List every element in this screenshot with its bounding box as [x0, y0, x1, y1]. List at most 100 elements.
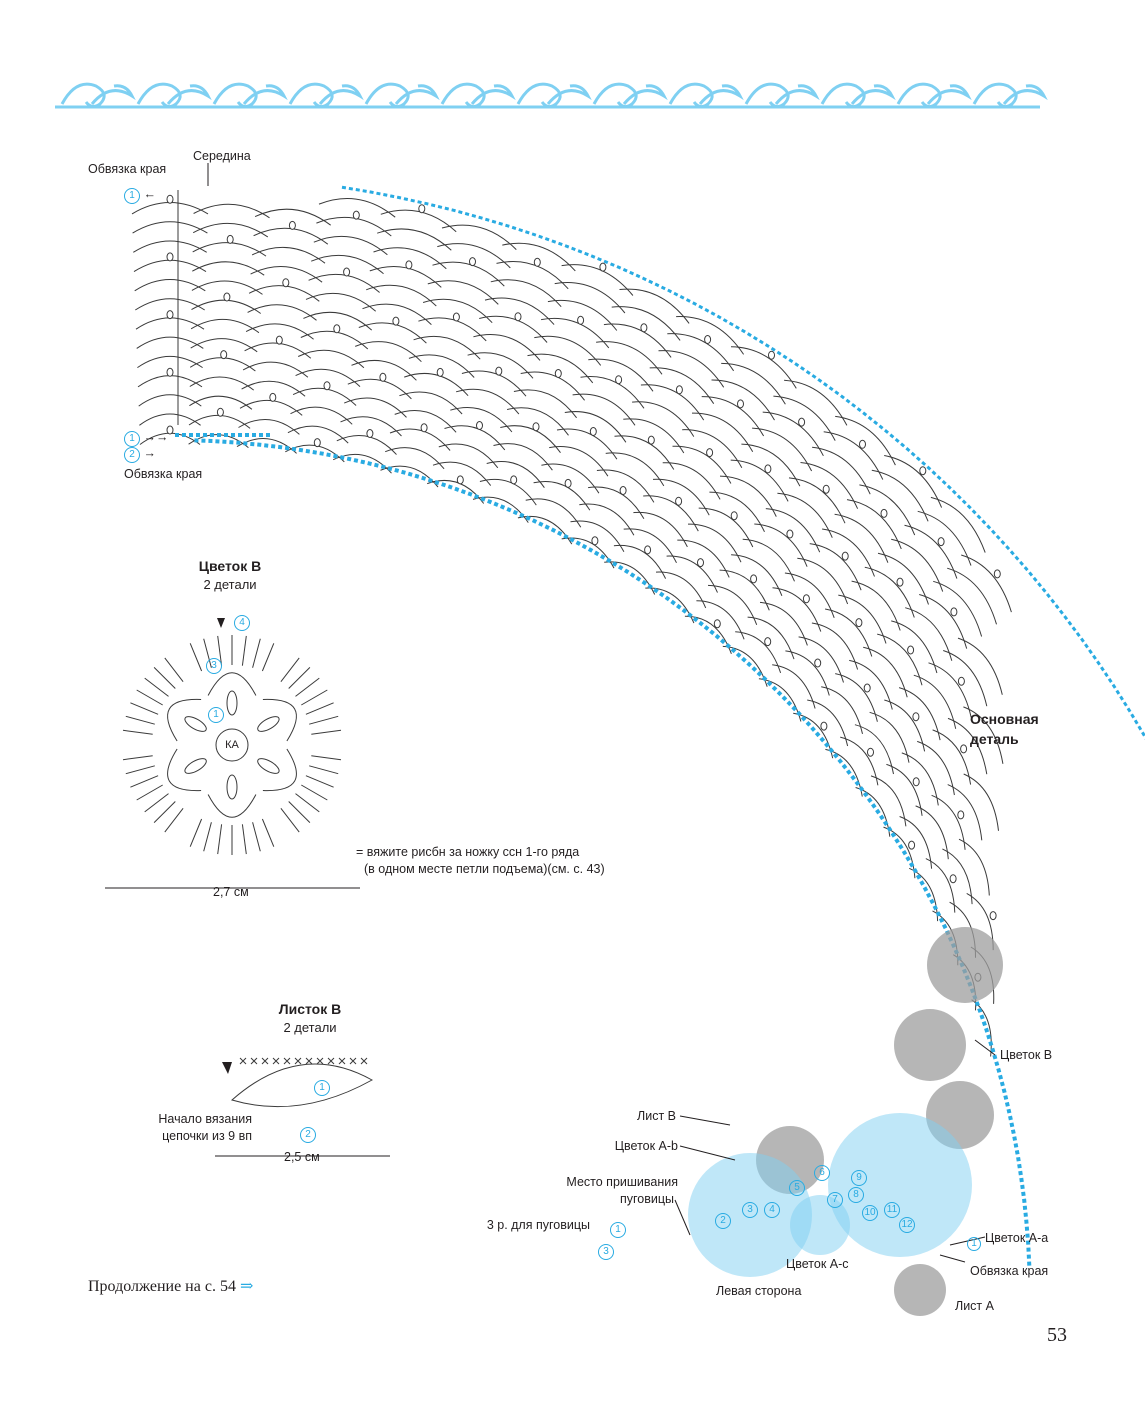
mesh-arc: [134, 279, 206, 292]
mesh-arc: [765, 508, 821, 553]
double-crochet: [144, 677, 169, 697]
mesh-arc: [835, 415, 896, 466]
mesh-arc: [752, 427, 813, 472]
petal-arc: [207, 672, 257, 696]
double-crochet: [144, 793, 169, 813]
single-crochet: [360, 1057, 368, 1065]
bobble-stitch: [456, 475, 464, 485]
mesh-arc: [698, 507, 754, 548]
callout-leaf-b: Лист В: [637, 1109, 676, 1123]
double-crochet: [125, 765, 155, 775]
gray-motif: [894, 1009, 966, 1081]
mesh-arc: [846, 499, 902, 550]
mesh-arc: [958, 838, 990, 896]
mesh-arc: [883, 826, 916, 879]
bobble-stitch: [704, 335, 712, 344]
double-crochet: [122, 729, 153, 735]
mesh-arc: [554, 282, 626, 314]
bobble-stitch: [919, 466, 927, 476]
double-crochet: [164, 807, 184, 833]
motif-number: 8: [848, 1184, 864, 1203]
bobble-stitch: [820, 721, 828, 731]
bobble-stitch: [863, 683, 871, 693]
mesh-arc: [898, 687, 941, 741]
bobble-stitch: [802, 594, 810, 604]
double-crochet: [261, 818, 275, 847]
callout-flower-ac: Цветок А-с: [786, 1257, 849, 1271]
mesh-arc: [901, 752, 939, 806]
mesh-arc: [355, 341, 422, 363]
bobble-stitch: [798, 417, 806, 427]
bobble-stitch: [323, 381, 331, 391]
mesh-arc: [623, 418, 685, 454]
mesh-arc: [347, 378, 412, 400]
bobble-stitch: [859, 439, 866, 449]
motif-number: 12: [899, 1214, 915, 1233]
callout-button-1: Место пришивания: [566, 1175, 678, 1189]
mesh-arc: [731, 554, 783, 596]
callout-flower-b: Цветок В: [1000, 1048, 1053, 1062]
bobble-stitch: [697, 558, 704, 568]
mesh-arc: [742, 538, 795, 582]
bobble-stitch: [166, 425, 174, 435]
mesh-arc: [292, 387, 357, 406]
single-crochet: [239, 1057, 247, 1065]
mesh-arc: [904, 524, 958, 579]
mesh-arc: [517, 515, 573, 545]
mesh-arc: [300, 330, 369, 350]
page-number: 53: [1047, 1324, 1067, 1346]
bobble-stitch: [730, 511, 738, 521]
double-crochet: [309, 765, 339, 775]
mesh-arc: [840, 736, 879, 786]
bobble-stitch: [814, 658, 822, 668]
callout-flower-aa: Цветок А-а: [985, 1231, 1049, 1245]
bobble-stitch: [420, 423, 428, 433]
mesh-arc: [318, 198, 396, 218]
mesh-arc: [572, 393, 636, 426]
double-crochet: [305, 775, 334, 788]
mesh-arc: [308, 273, 380, 293]
mesh-arc: [139, 413, 201, 426]
mesh-arc: [711, 379, 775, 421]
bobble-stitch: [619, 486, 627, 495]
motif-number: 5: [789, 1177, 805, 1196]
mesh-arc: [925, 858, 956, 913]
bobble-stitch: [514, 312, 522, 322]
mesh-arc: [838, 594, 887, 644]
mesh-arc: [547, 299, 618, 331]
leader-line: [674, 1199, 691, 1236]
bobble-stitch: [476, 421, 483, 430]
petal-arc: [167, 748, 202, 792]
motif-number: 10: [862, 1202, 878, 1221]
mesh-arc: [691, 412, 754, 453]
mesh-arc: [611, 306, 681, 341]
bobble-stitch: [333, 324, 341, 334]
mesh-arc: [961, 554, 1012, 613]
mesh-arc: [823, 431, 884, 480]
continuation-text: Продолжение на с. 54: [88, 1278, 236, 1295]
mesh-arc: [253, 227, 329, 245]
bobble-stitch: [737, 399, 744, 409]
leader-line: [939, 1254, 966, 1263]
bobble-stitch: [615, 375, 623, 385]
gray-motif: [927, 927, 1003, 1003]
mesh-arc: [132, 221, 208, 234]
leaf-outline: [230, 1063, 374, 1108]
mesh-arc: [643, 495, 699, 532]
mesh-arc: [588, 358, 654, 392]
mesh-arc: [251, 246, 326, 264]
bobble-stitch: [269, 392, 277, 402]
bobble-stitch: [949, 874, 957, 884]
mesh-arc: [942, 848, 973, 905]
mesh-arc: [377, 228, 452, 251]
double-crochet: [301, 784, 328, 801]
motif-number: 4: [764, 1199, 780, 1218]
double-crochet: [301, 689, 328, 706]
mesh-arc: [800, 462, 859, 509]
bobble-stitch: [989, 911, 997, 921]
single-crochet: [316, 1057, 324, 1065]
bobble-stitch: [675, 385, 683, 395]
bobble-stitch: [226, 234, 234, 244]
bobble-stitch: [957, 676, 965, 686]
double-crochet: [241, 635, 247, 666]
